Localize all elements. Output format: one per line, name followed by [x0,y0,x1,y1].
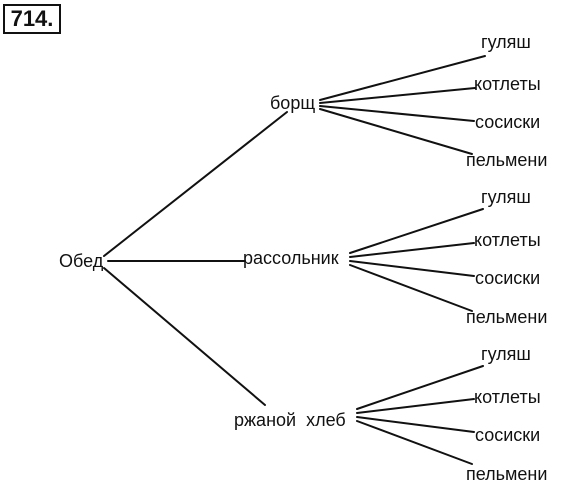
edge-branch-2-leaf-3 [349,260,475,277]
edge-branch-3-leaf-3 [356,416,475,433]
branch-2-leaf-2-label: котлеты [474,230,541,250]
branch-3-leaf-3-label: сосиски [475,425,540,445]
edge-branch-3-leaf-2 [356,398,475,414]
branch-2-leaf-3-label: сосиски [475,268,540,288]
edge-branch-3-leaf-4 [356,420,473,465]
edge-branch-2-leaf-2 [349,242,475,258]
branch-3-leaf-4-label: пельмени [466,464,547,484]
edge-branch-1-leaf-3 [319,105,475,122]
branch-1-leaf-2-label: котлеты [474,74,541,94]
branch-2-leaf-1-label: гуляш [481,187,531,207]
branch-1-label: борщ [270,93,315,113]
root-node-label: Обед [59,251,104,271]
branch-2-leaf-4-label: пельмени [466,307,547,327]
branch-1-leaf-3-label: сосиски [475,112,540,132]
problem-number-label: 714. [10,6,54,31]
branch-3-leaf-2-label: котлеты [474,387,541,407]
branch-1-leaf-1-label: гуляш [481,32,531,52]
branch-2-label: рассольник [243,248,339,268]
edge-branch-1-leaf-1 [319,55,486,101]
edge-branch-1-leaf-4 [319,108,473,155]
branch-1-leaf-4-label: пельмени [466,150,547,170]
edge-root-branch-3 [103,267,266,406]
branch-3-leaf-1-label: гуляш [481,344,531,364]
edge-branch-2-leaf-4 [349,264,473,312]
branch-3-label: ржаной хлеб [234,410,346,430]
problem-number: 714. [3,4,61,34]
edge-branch-1-leaf-2 [319,87,476,104]
edge-branch-3-leaf-1 [356,365,484,410]
edge-branch-2-leaf-1 [349,208,484,254]
edge-root-branch-1 [103,111,288,257]
